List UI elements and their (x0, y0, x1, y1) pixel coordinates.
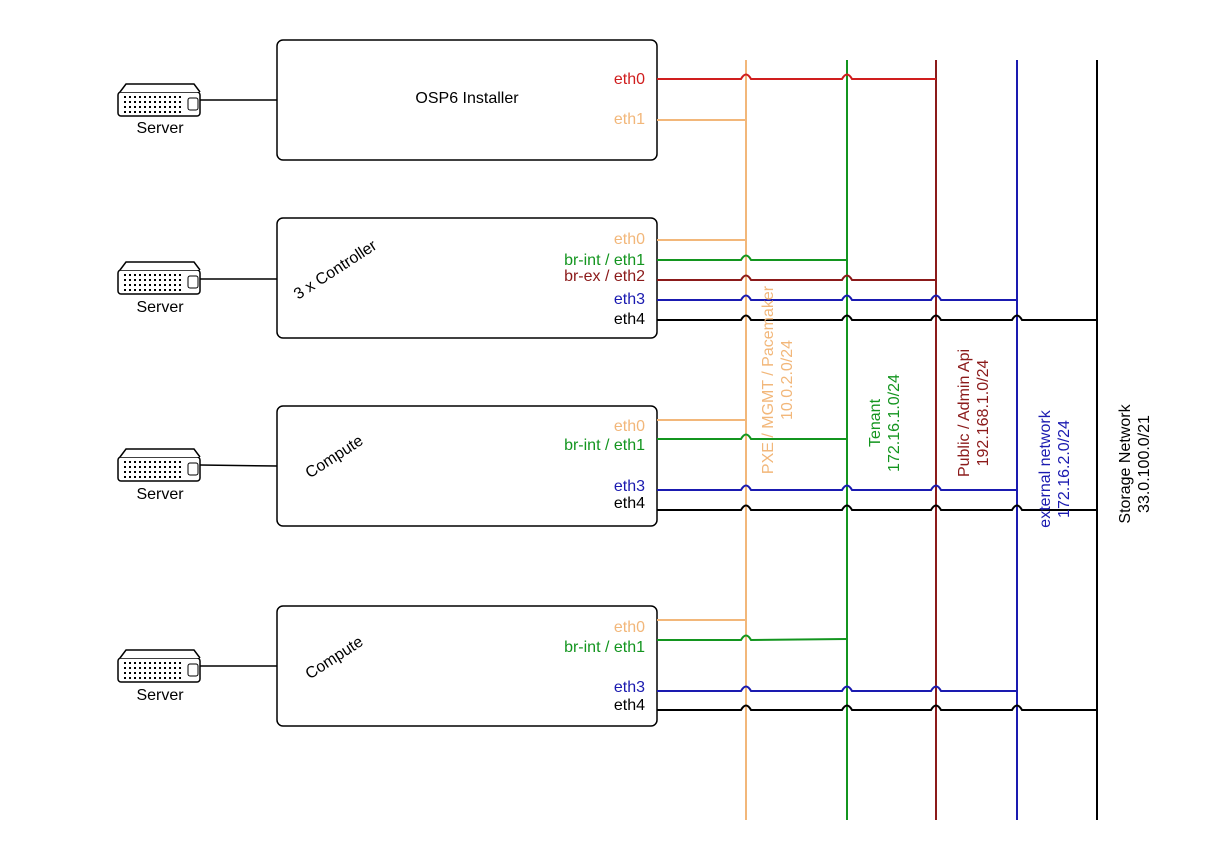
installer-eth0-label: eth0 (614, 71, 645, 88)
controller-eth2-link (657, 274, 936, 281)
storage-network-name: Storage Network (1117, 403, 1134, 523)
controller-eth3-label: eth3 (614, 291, 645, 308)
compute1-eth0-label: eth0 (614, 418, 645, 435)
compute1-eth3-label: eth3 (614, 478, 645, 495)
server-label-controller: Server (136, 299, 184, 316)
compute2-eth3-link (657, 685, 1017, 692)
controller-eth4-link (657, 314, 1097, 321)
server-icon-controller (117, 261, 201, 295)
public-network-name: Public / Admin Api (956, 349, 973, 477)
installer-title: OSP6 Installer (415, 90, 519, 107)
server-icon-compute2 (117, 649, 201, 683)
compute1-eth3-link (657, 484, 1017, 491)
tenant-network-cidr: 172.16.1.0/24 (886, 374, 903, 472)
controller-eth2-label: br-ex / eth2 (564, 268, 645, 285)
installer-eth1-label: eth1 (614, 111, 645, 128)
compute2-eth0-label: eth0 (614, 619, 645, 636)
server-link-compute1 (199, 464, 278, 467)
server-icon-compute1 (117, 448, 201, 482)
compute2-eth1-link (657, 634, 848, 642)
compute2-eth3-label: eth3 (614, 679, 645, 696)
compute2-eth4-link (657, 704, 1097, 711)
server-label-installer: Server (136, 120, 184, 137)
compute1-box (276, 405, 658, 527)
server-label-compute2: Server (136, 687, 184, 704)
public-network-cidr: 192.168.1.0/24 (975, 360, 992, 467)
external-network-name: external network (1037, 409, 1054, 527)
compute1-eth4-label: eth4 (614, 495, 645, 512)
compute2-eth1-label: br-int / eth1 (564, 639, 645, 656)
installer-box (276, 39, 658, 161)
controller-eth0-label: eth0 (614, 231, 645, 248)
pxe-network-name: PXE / MGMT / Pacemaker (760, 285, 777, 474)
controller-eth3-link (657, 294, 1017, 301)
controller-eth1-label: br-int / eth1 (564, 252, 645, 269)
storage-network-cidr: 33.0.100.0/21 (1136, 415, 1153, 513)
compute1-eth1-link (657, 433, 847, 440)
tenant-network-name: Tenant (867, 398, 884, 447)
installer-eth0-link (657, 73, 936, 80)
server-label-compute1: Server (136, 486, 184, 503)
controller-box (276, 217, 658, 339)
server-icon-installer (117, 83, 201, 117)
compute2-box (276, 605, 658, 727)
external-network-cidr: 172.16.2.0/24 (1056, 420, 1073, 518)
compute2-eth4-label: eth4 (614, 697, 645, 714)
controller-eth1-link (657, 254, 847, 261)
pxe-network-cidr: 10.0.2.0/24 (779, 340, 796, 420)
compute1-eth1-label: br-int / eth1 (564, 437, 645, 454)
controller-eth4-label: eth4 (614, 311, 645, 328)
compute1-eth4-link (657, 504, 1097, 511)
